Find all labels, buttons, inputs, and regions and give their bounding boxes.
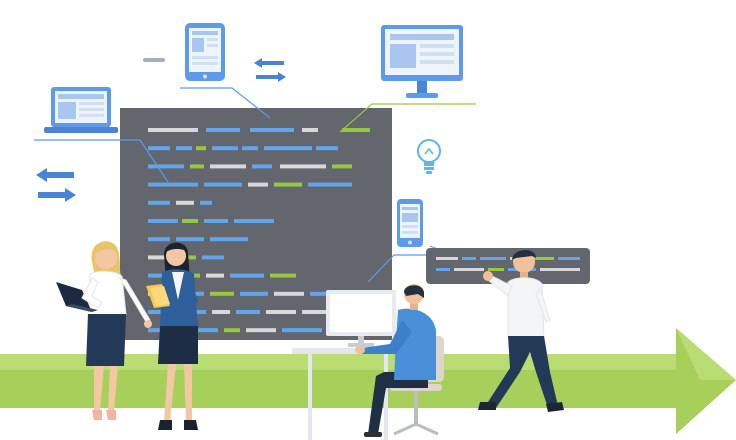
- code-line-segment: [252, 164, 272, 169]
- monitor-icon: [381, 25, 463, 98]
- tablet-icon: [185, 23, 225, 81]
- man-at-desk: [355, 284, 436, 437]
- code-line-segment: [274, 182, 302, 187]
- code-line-segment: [282, 328, 322, 333]
- code-line-segment: [200, 200, 212, 205]
- swap-arrows-icon: [36, 168, 76, 202]
- woman-with-folder: [146, 242, 198, 430]
- code-line-segment: [332, 164, 352, 169]
- code-line-segment: [270, 273, 296, 278]
- code-line-segment: [242, 146, 258, 151]
- code-line-segment: [280, 164, 326, 169]
- code-line-segment: [234, 219, 274, 223]
- code-line-segment: [190, 164, 204, 169]
- code-line-segment: [210, 237, 248, 242]
- code-line-segment: [148, 128, 198, 132]
- code-line-segment: [148, 273, 164, 278]
- code-line-segment: [148, 219, 178, 223]
- code-line-segment: [176, 200, 194, 205]
- code-line-segment: [316, 146, 338, 151]
- code-line-segment: [302, 128, 318, 132]
- code-line-segment: [212, 146, 238, 151]
- man-pointing: [478, 249, 564, 412]
- code-line-segment: [248, 182, 268, 187]
- code-line-segment: [206, 128, 240, 132]
- code-line-segment: [266, 310, 296, 314]
- code-line-segment: [176, 237, 204, 242]
- lightbulb-icon: [417, 139, 441, 174]
- code-line-segment: [182, 219, 198, 223]
- woman-with-laptop: [56, 241, 152, 420]
- code-line-segment: [210, 164, 246, 169]
- code-line-segment: [210, 291, 234, 296]
- code-line-segment: [212, 310, 230, 314]
- code-line-segment: [250, 128, 294, 132]
- code-line-segment: [204, 182, 242, 187]
- laptop-icon: [44, 87, 118, 133]
- code-line-segment: [148, 164, 184, 169]
- swap-arrows-icon: [254, 58, 286, 82]
- code-line-segment: [202, 255, 224, 260]
- code-line-segment: [148, 200, 170, 205]
- code-line-segment: [302, 310, 342, 314]
- code-line-segment: [264, 146, 312, 151]
- code-line-segment: [148, 146, 170, 151]
- code-line-segment: [148, 255, 174, 260]
- code-line-segment: [230, 273, 264, 278]
- minus-icon: [143, 58, 165, 62]
- code-line-segment: [308, 182, 352, 187]
- code-line-segment: [148, 237, 170, 242]
- code-line-segment: [246, 328, 276, 333]
- code-line-segment: [206, 273, 224, 278]
- code-line-segment: [236, 310, 260, 314]
- code-line-segment: [204, 219, 228, 223]
- code-line-segment: [240, 291, 268, 296]
- code-line-segment: [274, 291, 304, 296]
- code-line-segment: [224, 328, 240, 333]
- code-line-segment: [176, 146, 192, 151]
- code-line-segment: [196, 146, 206, 151]
- code-line-segment: [194, 328, 218, 333]
- code-line-segment: [342, 128, 370, 132]
- smartphone-icon: [397, 199, 423, 247]
- code-line-segment: [148, 182, 198, 187]
